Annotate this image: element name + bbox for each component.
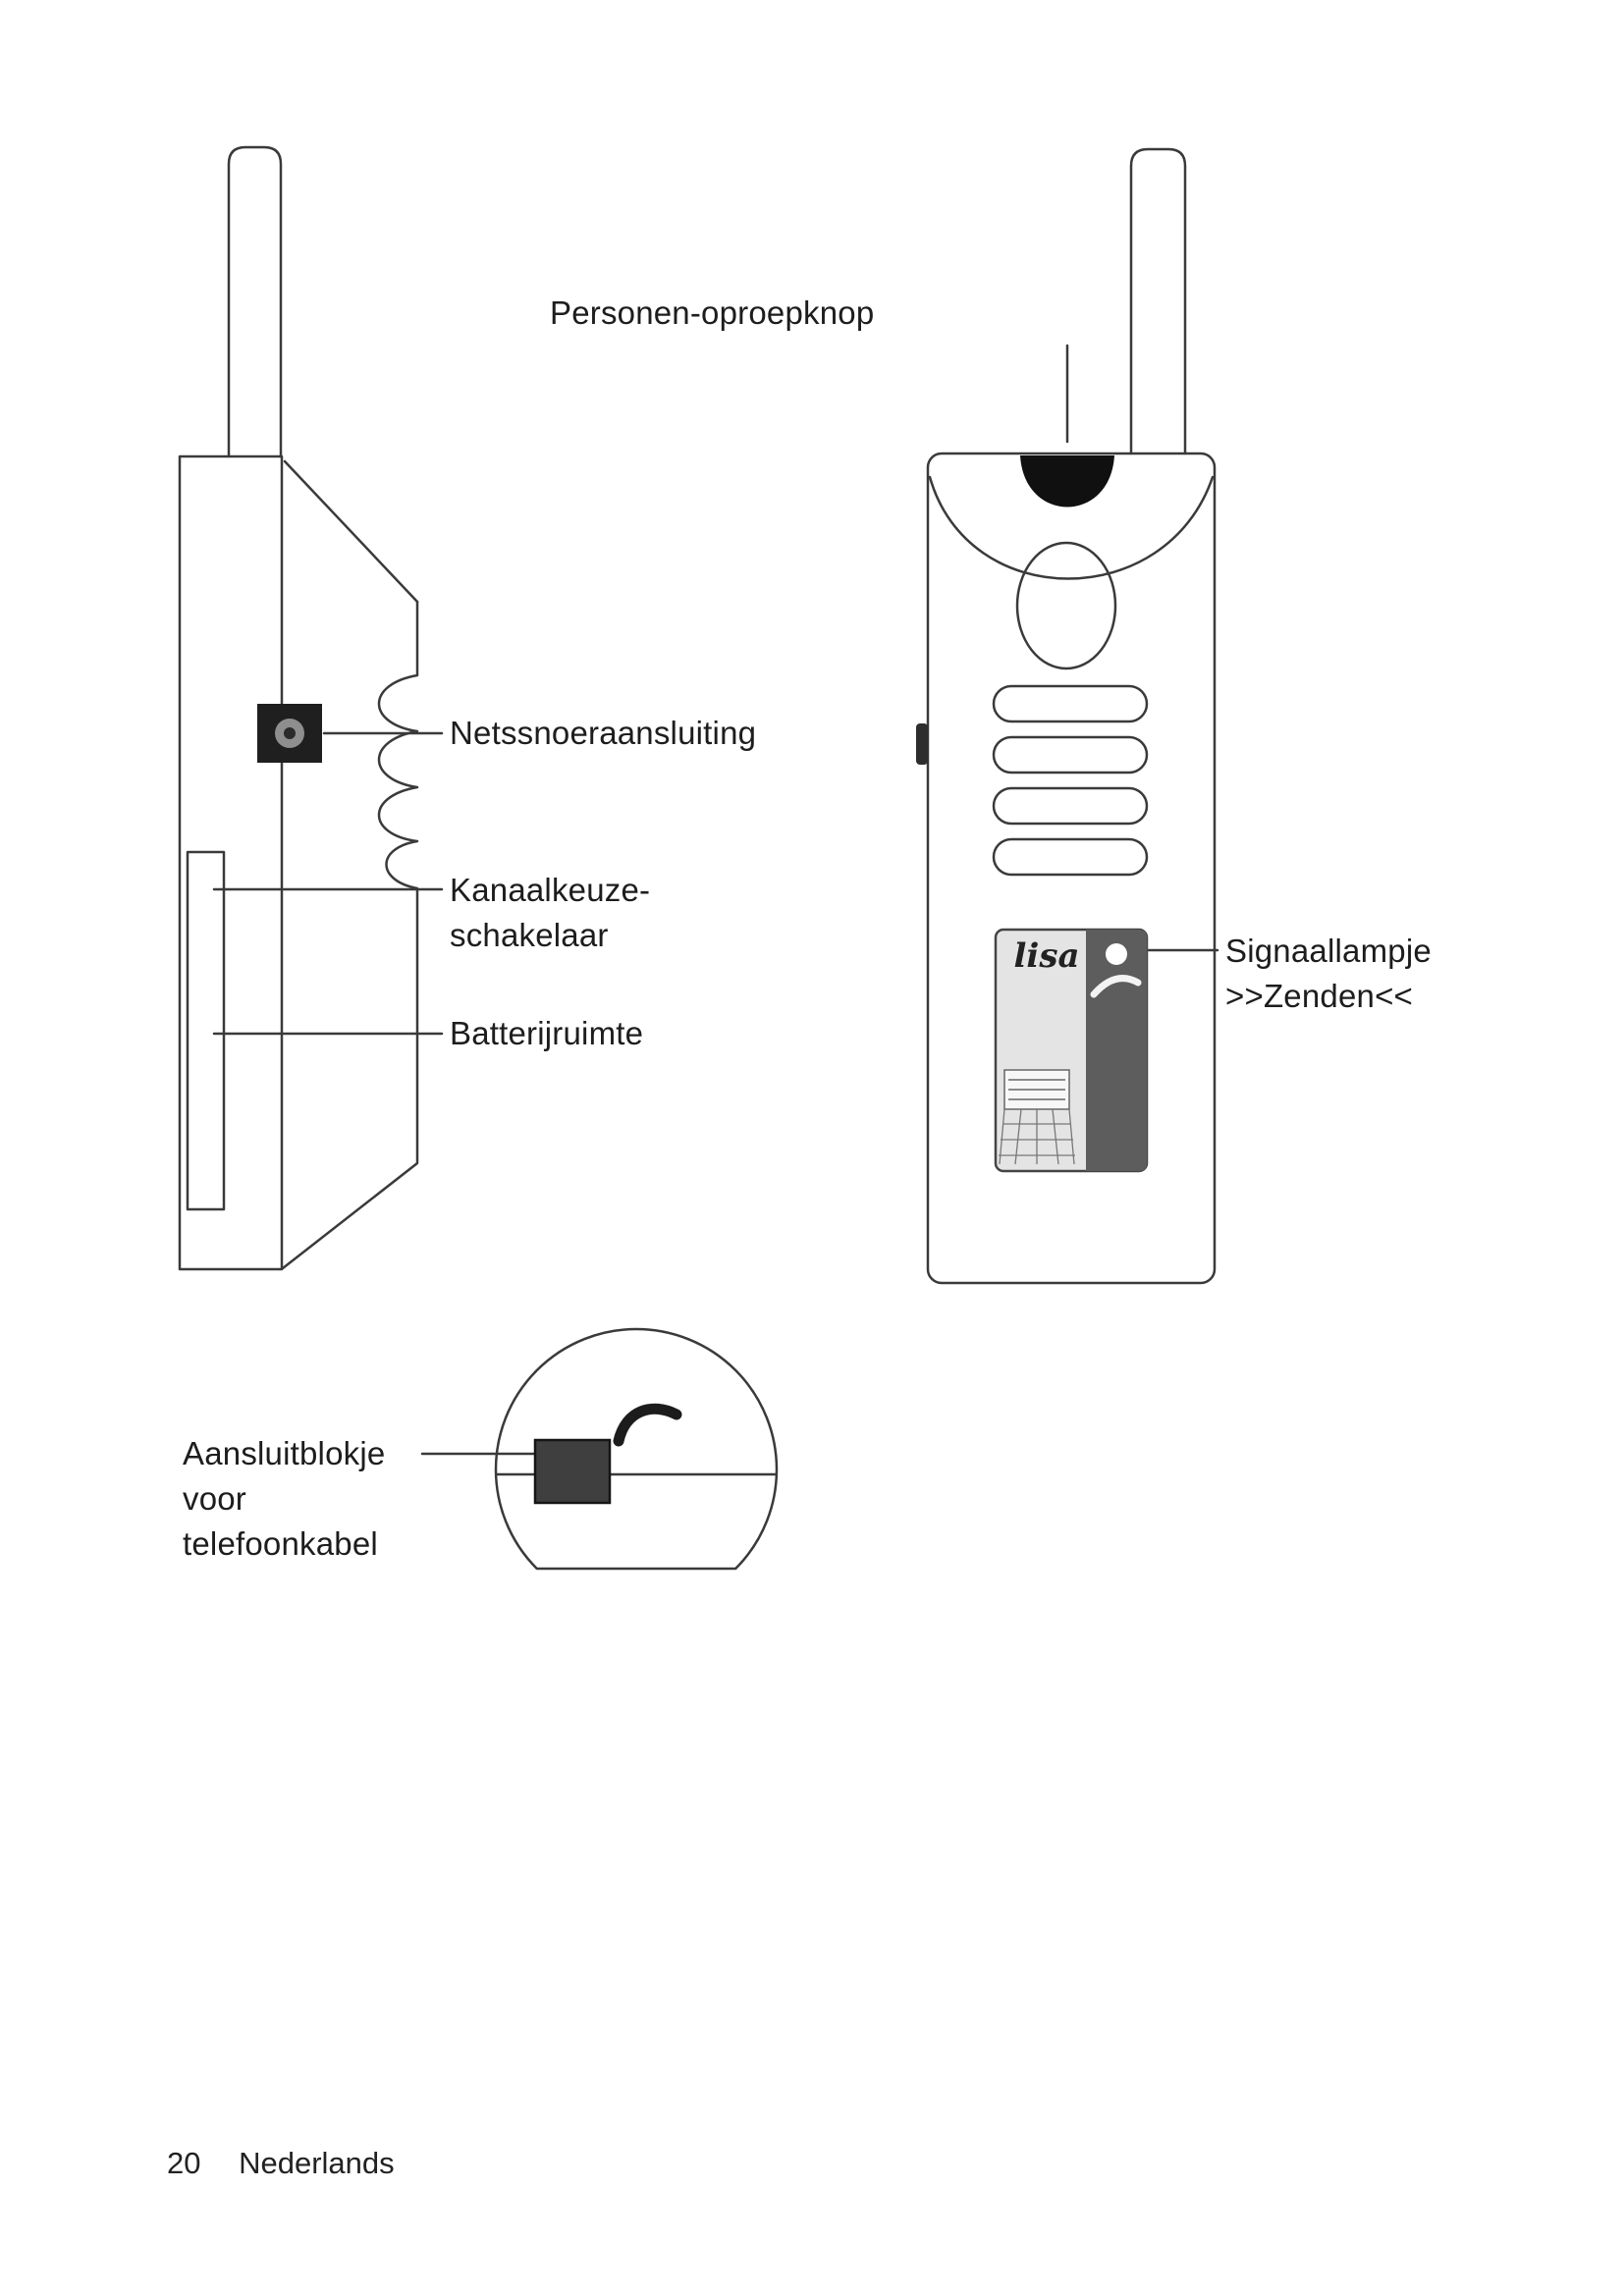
led-indicator: [1106, 943, 1127, 965]
label-plate-dark-strip: [1086, 930, 1147, 1171]
brand-logo: lisa: [1013, 936, 1080, 976]
label-kanaalkeuze-line2: schakelaar: [450, 917, 609, 953]
battery-door: [186, 850, 226, 1211]
label-netssnoeraansluiting: Netssnoeraansluiting: [450, 715, 757, 751]
side-antenna: [227, 145, 283, 458]
handset-icon: [1090, 975, 1142, 998]
power-connector-pin: [284, 727, 296, 739]
grille-slot: [992, 786, 1149, 826]
magnifier-bottom-mask: [489, 1570, 785, 1619]
label-aansluitblokje-line2: voor: [183, 1480, 246, 1517]
front-view-phone: [916, 147, 1217, 1285]
label-kanaalkeuze-line1: Kanaalkeuze-: [450, 872, 651, 908]
magnified-wall-connection: [489, 1327, 785, 1619]
label-personen-oproepknop: Personen-oproepknop: [550, 294, 875, 331]
handset-cord-icon: [613, 1403, 682, 1447]
page-number: 20: [167, 2146, 201, 2180]
page-call-button: [1020, 455, 1114, 507]
side-clip: [916, 723, 928, 765]
label-signaallampje-line2: >>Zenden<<: [1225, 978, 1414, 1014]
label-signaallampje-line1: Signaallampje: [1225, 933, 1432, 969]
label-kanaalkeuzeschakelaar: Kanaalkeuze- schakelaar: [450, 868, 650, 958]
side-body-back-edge: [281, 600, 419, 1270]
label-batterijruimte: Batterijruimte: [450, 1015, 644, 1051]
grille-slot: [992, 837, 1149, 877]
side-body-outline: [178, 454, 284, 1271]
front-antenna: [1129, 147, 1187, 455]
label-aansluitblokje-line1: Aansluitblokje: [183, 1435, 386, 1471]
label-aansluitblokje: Aansluitblokje voor telefoonkabel: [183, 1431, 385, 1567]
label-signaallampje: Signaallampje >>Zenden<<: [1225, 929, 1432, 1019]
grille-slot: [992, 735, 1149, 774]
connection-block: [533, 1438, 612, 1505]
grille-slot: [992, 684, 1149, 723]
side-body-diagonal: [283, 459, 419, 604]
earpiece-oval: [1015, 541, 1117, 670]
label-aansluitblokje-line3: telefoonkabel: [183, 1525, 378, 1562]
earpiece-arc: [928, 475, 1215, 580]
mini-base-lines: [1008, 1079, 1065, 1100]
mini-grid: [999, 1108, 1075, 1165]
side-view-phone: [178, 145, 419, 1271]
footer-language: Nederlands: [239, 2146, 395, 2180]
label-plate: [994, 928, 1149, 1173]
page-footer: 20 Nederlands: [167, 2146, 395, 2181]
front-body: [926, 452, 1217, 1285]
